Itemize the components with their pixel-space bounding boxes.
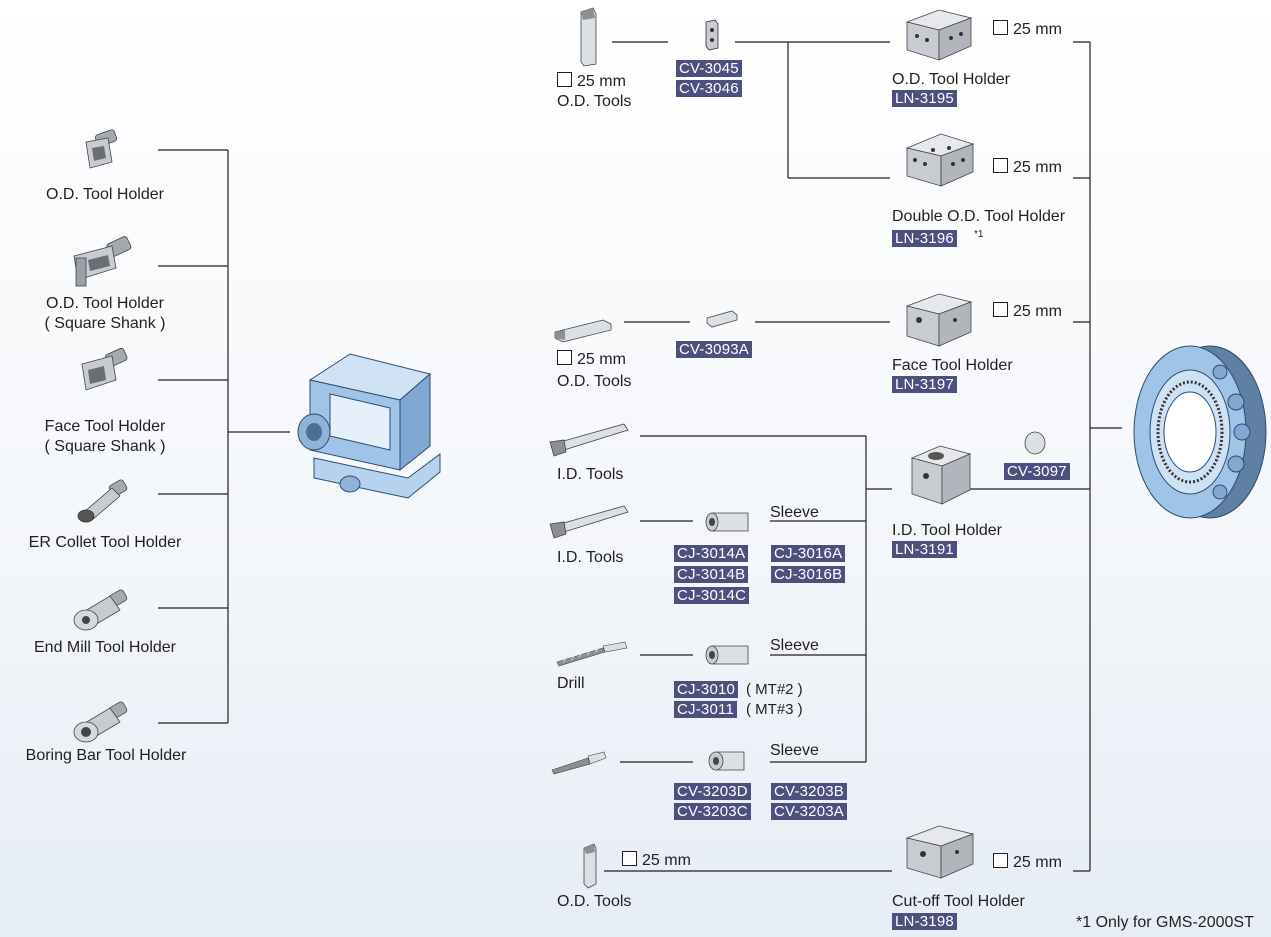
id-tools-1-label: I.D. Tools: [557, 465, 623, 484]
square-shank-icon: [557, 72, 572, 87]
cutoff-left-size: 25 mm: [622, 851, 691, 870]
left-holder-5-label: End Mill Tool Holder: [10, 638, 200, 657]
double-od-holder-icon: [903, 130, 977, 190]
cutoff-blade-icon: [580, 842, 602, 890]
mt2-suffix: ( MT#2 ): [746, 681, 803, 698]
id-cap-part-icon: [1022, 430, 1048, 456]
drill-bit-icon: [553, 640, 629, 668]
turret-disk-icon: [1124, 342, 1268, 522]
code-cj-3016b: CJ-3016B: [771, 566, 845, 583]
code-cj-3014c: CJ-3014C: [674, 587, 749, 604]
od-holder-size: 25 mm: [993, 20, 1062, 39]
top-od-tools-label: O.D. Tools: [557, 92, 631, 111]
drill-sleeve-label: Sleeve: [770, 636, 819, 655]
drill-label: Drill: [557, 674, 585, 693]
square-shank-icon: [993, 158, 1008, 173]
code-cj-3014a: CJ-3014A: [674, 545, 748, 562]
id-holder-block-icon: [906, 440, 976, 510]
code-cv-3203b: CV-3203B: [771, 783, 847, 800]
left-holder-3-label: Face Tool Holder: [20, 417, 190, 436]
cutoff-od-tools-label: O.D. Tools: [557, 892, 631, 911]
milling-head-unit-icon: [290, 350, 450, 502]
code-cv-3203c: CV-3203C: [674, 803, 751, 820]
er-sleeve-icon: [704, 746, 748, 776]
id-boring-bar-icon: [546, 420, 632, 460]
face-holder-label: Face Tool Holder: [892, 356, 1013, 375]
square-shank-icon: [622, 851, 637, 866]
square-shank-icon: [993, 302, 1008, 317]
code-cv-3203d: CV-3203D: [674, 783, 751, 800]
left-holder-4-label: ER Collet Tool Holder: [10, 533, 200, 552]
od-tool-shank-icon: [576, 6, 602, 68]
drill-sleeve-icon: [702, 642, 754, 668]
id-sleeve-icon: [702, 509, 754, 535]
face-holder-block-icon: [903, 290, 975, 350]
code-cj-3014b: CJ-3014B: [674, 566, 748, 583]
face-square-shank-holder-icon: [78, 348, 130, 394]
double-holder-size: 25 mm: [993, 158, 1062, 177]
square-shank-icon: [993, 20, 1008, 35]
er-sleeve-label: Sleeve: [770, 741, 819, 760]
face-insert-icon: [704, 308, 740, 330]
od-holder-block-icon: [903, 6, 975, 64]
code-cv-3203a: CV-3203A: [771, 803, 847, 820]
face-holder-size: 25 mm: [993, 302, 1062, 321]
left-holder-6-label: Boring Bar Tool Holder: [6, 746, 206, 765]
od-tool-holder-icon: [78, 128, 128, 172]
code-ln-3195: LN-3195: [892, 90, 957, 107]
boring-bar-holder-icon: [70, 700, 130, 746]
footnote-gms-2000st: *1 Only for GMS-2000ST: [1076, 914, 1254, 932]
code-ln-3196: LN-3196: [892, 230, 957, 247]
code-cv-3046: CV-3046: [676, 80, 742, 97]
code-cj-3010: CJ-3010: [674, 681, 738, 698]
id-boring-bar-2-icon: [546, 502, 632, 542]
end-mill-cutter-icon: [548, 748, 608, 776]
code-cv-3097: CV-3097: [1004, 463, 1070, 480]
cutoff-holder-size: 25 mm: [993, 853, 1062, 872]
left-holder-1-label: O.D. Tool Holder: [20, 185, 190, 204]
top-od-size: 25 mm: [557, 72, 626, 91]
square-shank-icon: [993, 853, 1008, 868]
id-tools-2-label: I.D. Tools: [557, 548, 623, 567]
od-holder-label: O.D. Tool Holder: [892, 70, 1010, 89]
code-cv-3045: CV-3045: [676, 60, 742, 77]
od-square-shank-holder-icon: [68, 236, 134, 290]
code-ln-3197: LN-3197: [892, 376, 957, 393]
face-od-tool-icon: [551, 316, 615, 344]
code-cj-3016a: CJ-3016A: [771, 545, 845, 562]
code-cv-3093a: CV-3093A: [676, 341, 752, 358]
id-holder-label: I.D. Tool Holder: [892, 521, 1002, 540]
cutoff-holder-block-icon: [903, 822, 977, 882]
left-holder-2-label: O.D. Tool Holder: [20, 294, 190, 313]
mt3-suffix: ( MT#3 ): [746, 701, 803, 718]
insert-wedge-icon: [703, 18, 721, 52]
left-holder-3-sub: ( Square Shank ): [20, 437, 190, 456]
end-mill-holder-icon: [70, 588, 130, 634]
face-row-size: 25 mm: [557, 350, 626, 369]
id-sleeve-label: Sleeve: [770, 503, 819, 522]
square-shank-icon: [557, 350, 572, 365]
er-collet-holder-icon: [72, 478, 130, 524]
face-row-tools-label: O.D. Tools: [557, 372, 631, 391]
footnote-mark: *1: [974, 230, 983, 240]
code-ln-3198: LN-3198: [892, 913, 957, 930]
left-holder-2-sub: ( Square Shank ): [20, 314, 190, 333]
code-cj-3011: CJ-3011: [674, 701, 737, 718]
cutoff-holder-label: Cut-off Tool Holder: [892, 892, 1025, 911]
code-ln-3191: LN-3191: [892, 541, 957, 558]
double-holder-label: Double O.D. Tool Holder: [892, 207, 1065, 226]
